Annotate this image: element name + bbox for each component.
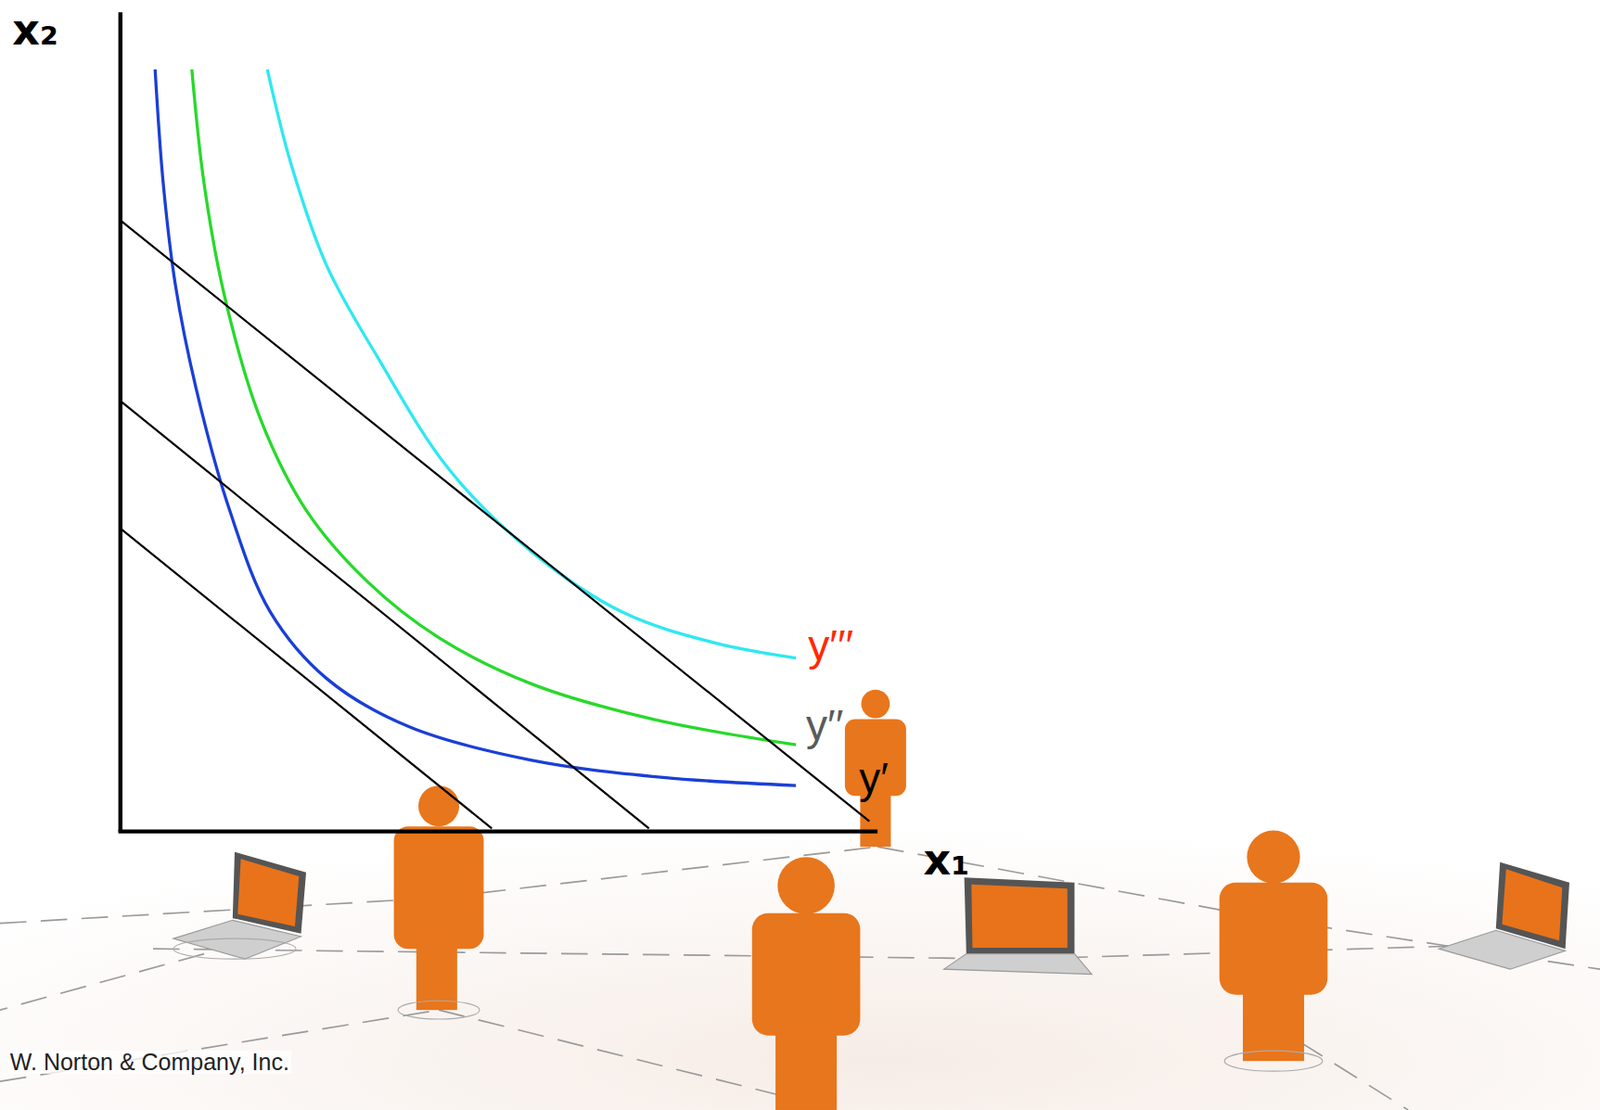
axes: [118, 12, 878, 832]
person-figures: [394, 690, 1329, 1110]
axis-label: x₂: [12, 8, 59, 52]
isoquant-curves: [154, 69, 796, 786]
laptop-icons: [173, 852, 1570, 975]
axis-label: x₁: [923, 838, 971, 882]
isocost-lines: [120, 220, 870, 830]
network-lines: [0, 846, 1600, 1110]
copyright-note: W. Norton & Company, Inc.: [8, 1050, 292, 1075]
floor-ground: [0, 775, 1600, 1110]
isoquant-label: y′′′: [807, 624, 854, 667]
isoquant-label: y′′: [806, 704, 844, 747]
isoquant-label: y′: [858, 756, 889, 800]
